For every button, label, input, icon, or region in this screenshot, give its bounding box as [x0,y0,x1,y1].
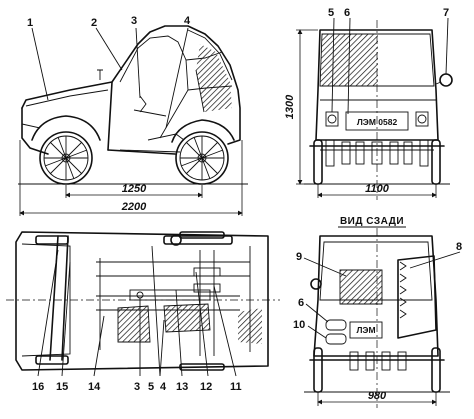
callout-13: 13 [176,381,188,393]
callout-6: 6 [344,7,350,19]
dim-length: 2200 [121,201,147,213]
plan-view: 16 15 14 3 5 4 13 12 11 [6,231,280,393]
callout-7: 7 [443,7,449,19]
callout-3: 3 [131,15,137,27]
callout-9: 9 [296,251,302,263]
callout-5-plan: 5 [148,381,154,393]
callout-16: 16 [32,381,44,393]
dim-wheelbase: 1250 [122,183,147,195]
rear-plate-text: ЛЭМ [356,325,375,335]
dim-front-track: 1100 [365,183,390,195]
callout-1: 1 [27,17,33,29]
callout-10: 10 [293,319,305,331]
dim-rear-track: 980 [368,390,387,402]
callout-6-rear: 6 [298,297,304,309]
front-view: ЛЭМ 0582 1300 1100 5 6 [284,7,453,200]
rear-view: ВИД СЗАДИ ЛЭМ 980 8 9 [293,216,462,408]
callout-14: 14 [88,381,101,393]
callout-2: 2 [91,17,97,29]
callout-3-plan: 3 [134,381,140,393]
callout-15: 15 [56,381,68,393]
callout-11: 11 [230,381,242,393]
callout-5: 5 [328,7,334,19]
rear-view-title: ВИД СЗАДИ [340,216,404,227]
side-view: 1250 2200 1 2 3 4 [18,15,248,216]
callout-8: 8 [456,241,462,253]
callout-12: 12 [200,381,212,393]
dim-height: 1300 [284,94,296,119]
callout-4-plan: 4 [160,381,167,393]
callout-4: 4 [184,15,191,27]
